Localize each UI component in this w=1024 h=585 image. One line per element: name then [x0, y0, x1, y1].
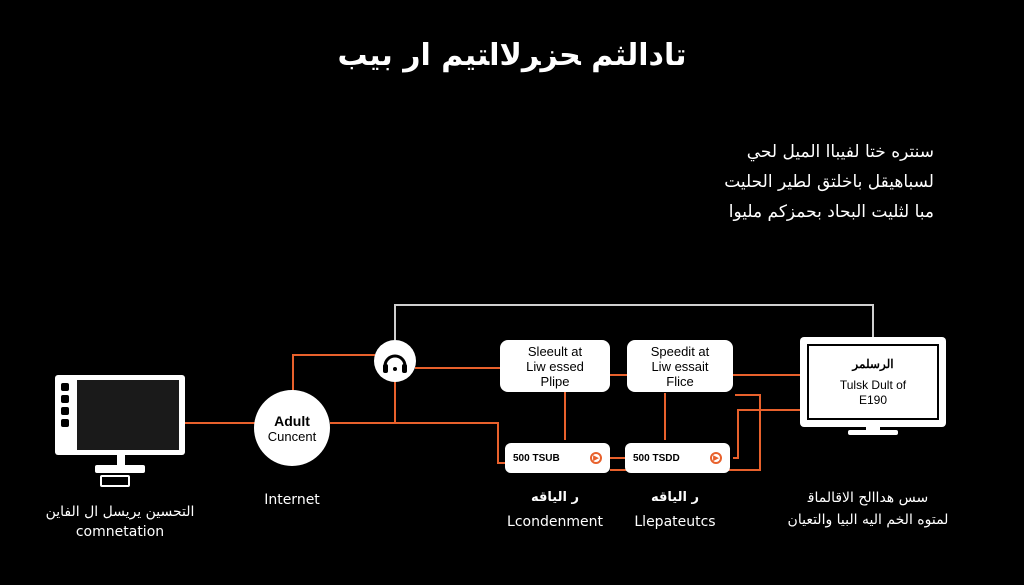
speed-pill-1-text: 500 TSUB — [513, 452, 560, 464]
service-box-2-line-1: Speedit at — [650, 343, 710, 359]
monitor-label-line-2: ﻟﻤﺘﻮﻩ ﺍﻟﺨﻢ ﺍﻟﻴﻪ ﺍﻟﺒﻴﺎ ﻭﺍﻟﺘﻌﻴﺎﻥ — [787, 512, 949, 528]
service-box-2: Speedit at Liw essait Flice — [627, 340, 733, 392]
speed-pill-1: 500 TSUB ▶ — [505, 443, 610, 473]
description-line-2: ﻟﺴﺒﺎﻫﻴﻘﻞ ﺑﺎﺧﻠﺘﻖ ﻟﻄﻴﺮ ﺍﻟﺤﻠﻴﺖ — [724, 172, 934, 192]
monitor-line-2: Tulsk Dult of — [839, 377, 907, 392]
hub-label: Internet — [264, 492, 320, 508]
hub-node: Adult Cuncent — [254, 390, 330, 466]
monitor-stand — [866, 427, 880, 431]
arrow-icon: ▶ — [710, 452, 722, 464]
monitor-node: ﺍﻟﺮﺳﻠﻤﺮ Tulsk Dult of E190 — [800, 337, 946, 427]
computer-label-line-2: comnetation — [75, 524, 165, 540]
pill-1-label-line-1: ﺭ ﺍﻟﻴﺎﻗﻪ — [531, 490, 579, 505]
computer-node — [55, 375, 185, 495]
service-box-2-line-2: Liw essait — [651, 358, 709, 374]
service-box-1-line-1: Sleeult at — [527, 343, 583, 359]
monitor-line-1: ﺍﻟﺮﺳﻠﻤﺮ — [852, 356, 894, 371]
computer-screen — [77, 380, 179, 450]
speed-pill-2-text: 500 TSDD — [633, 452, 680, 464]
service-box-1-line-3: Plipe — [540, 373, 570, 389]
router-icon — [374, 340, 416, 382]
monitor-screen: ﺍﻟﺮﺳﻠﻤﺮ Tulsk Dult of E190 — [807, 344, 939, 420]
pill-1-label: ﺭ ﺍﻟﻴﺎﻗﻪ Lcondenment — [495, 488, 615, 532]
description-line-1: ﺳﻨﺘﺮﻩ ﺧﺘﺎ ﻟﻔﻴﺒﺎﺍ ﺍﻟﻤﻴﻞ ﻟﺤﻲ — [746, 142, 934, 162]
page-title: ﺗﺎﺩﺍﻟﺜﻢ ﺤﺰﺮﻻﺍﺘﻴﻢ ﺍﺭ ﺑﻴﺐ — [337, 38, 687, 73]
monitor-line-3: E190 — [858, 392, 888, 407]
pill-2-label-line-1: ﺭ ﺍﻟﻴﺎﻗﻪ — [651, 490, 699, 505]
pill-2-label-line-2: Llepateutcs — [634, 514, 716, 530]
monitor-base — [848, 430, 898, 435]
hub-text-line-2: Cuncent — [267, 428, 317, 444]
service-box-1: Sleeult at Liw essed Plipe — [500, 340, 610, 392]
hub-text-line-1: Adult — [274, 412, 310, 429]
computer-monitor — [55, 375, 185, 455]
computer-keyboard-icon — [100, 475, 130, 487]
speed-pill-2: 500 TSDD ▶ — [625, 443, 730, 473]
pill-1-label-line-2: Lcondenment — [507, 514, 603, 530]
description-line-3: ﻣﺒﺎ ﻟﺜﻠﻴﺖ ﺍﻟﺒﺤﺎﺩ ﺑﺤﻤﺰﻛﻢ ﻣﻠﻴﻮﺍ — [728, 202, 934, 222]
service-box-1-line-2: Liw essed — [526, 358, 584, 374]
computer-stand — [117, 455, 125, 465]
computer-buttons-icon — [61, 383, 71, 443]
computer-base — [95, 465, 145, 473]
computer-label-line-1: ﺍﻟﺘﺤﺴﻴﻦ ﻳﺮﻳﺴﻞ ﺍﻝ ﺍﻟﻔﺎﻳﻦ — [45, 504, 195, 520]
computer-label: ﺍﻟﺘﺤﺴﻴﻦ ﻳﺮﻳﺴﻞ ﺍﻝ ﺍﻟﻔﺎﻳﻦ comnetation — [40, 502, 200, 542]
monitor-label-line-1: ﺳﺲ ﻫﺪﺍﺍﻟﺢ ﺍﻻﻗﺎﻟﻤﺎﻗ — [807, 490, 929, 506]
arrow-icon: ▶ — [590, 452, 602, 464]
pill-2-label: ﺭ ﺍﻟﻴﺎﻗﻪ Llepateutcs — [615, 488, 735, 532]
monitor-label: ﺳﺲ ﻫﺪﺍﺍﻟﺢ ﺍﻻﻗﺎﻟﻤﺎﻗ ﻟﻤﺘﻮﻩ ﺍﻟﺨﻢ ﺍﻟﻴﻪ ﺍﻟﺒﻴﺎ… — [768, 488, 968, 530]
service-box-2-line-3: Flice — [666, 373, 694, 389]
